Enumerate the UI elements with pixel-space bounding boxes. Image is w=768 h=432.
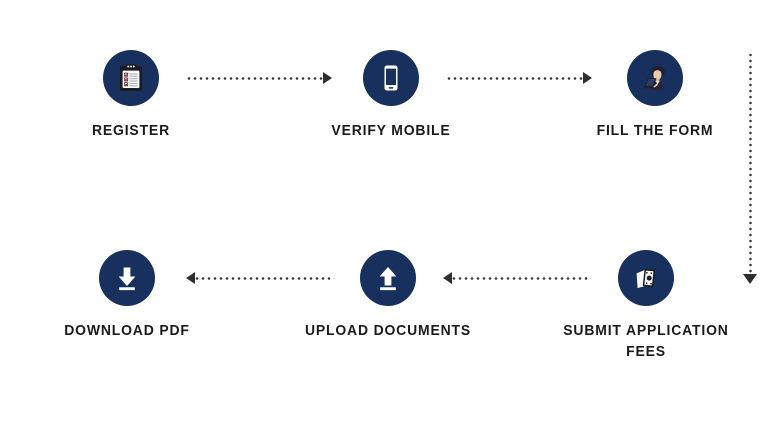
connector-fees-to-upload: [443, 272, 591, 284]
smartphone-icon: [384, 65, 398, 91]
step-download-pdf-label: DOWNLOAD PDF: [64, 322, 190, 339]
step-fill-form-label: FILL THE FORM: [596, 122, 714, 139]
clipboard-checklist-icon: [120, 64, 142, 91]
dotted-line: [451, 276, 591, 280]
connector-fill-to-fees: [743, 52, 757, 284]
verify-mobile-icon-circle: [363, 50, 419, 106]
step-register[interactable]: REGISTER: [31, 50, 231, 141]
download-pdf-icon-circle: [99, 250, 155, 306]
dotted-line: [194, 276, 334, 280]
arrow-down-icon: [743, 274, 757, 284]
arrow-left-icon: [186, 272, 195, 284]
banknotes-icon: [636, 268, 656, 288]
step-upload-documents-label: UPLOAD DOCUMENTS: [304, 322, 472, 339]
dotted-line-vertical: [748, 52, 752, 275]
fill-form-icon-circle: [627, 50, 683, 106]
step-verify-mobile[interactable]: VERIFY MOBILE: [291, 50, 491, 141]
step-verify-mobile-label: VERIFY MOBILE: [331, 122, 451, 139]
step-upload-documents[interactable]: UPLOAD DOCUMENTS: [288, 250, 488, 341]
step-register-label: REGISTER: [91, 122, 171, 139]
dotted-line: [186, 76, 324, 80]
step-download-pdf[interactable]: DOWNLOAD PDF: [27, 250, 227, 341]
arrow-right-icon: [323, 72, 332, 84]
arrow-left-icon: [443, 272, 452, 284]
dotted-line: [446, 76, 584, 80]
upload-arrow-icon: [379, 267, 397, 291]
upload-documents-icon-circle: [360, 250, 416, 306]
connector-register-to-verify: [186, 72, 332, 84]
arrow-right-icon: [583, 72, 592, 84]
register-icon-circle: [103, 50, 159, 106]
download-arrow-icon: [118, 267, 136, 291]
step-submit-fees-label: SUBMIT APPLICATION FEES: [563, 322, 729, 361]
step-fill-form[interactable]: FILL THE FORM: [555, 50, 755, 141]
person-at-laptop-icon: [635, 58, 675, 98]
connector-verify-to-fill: [446, 72, 592, 84]
submit-fees-icon-circle: [618, 250, 674, 306]
connector-upload-to-download: [186, 272, 334, 284]
step-submit-application-fees[interactable]: SUBMIT APPLICATION FEES: [546, 250, 746, 363]
